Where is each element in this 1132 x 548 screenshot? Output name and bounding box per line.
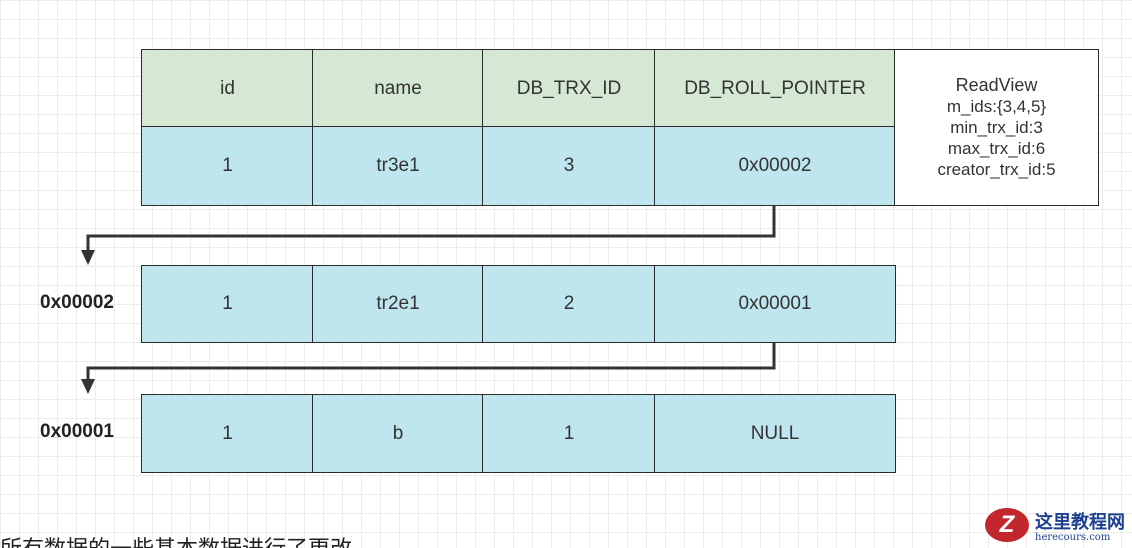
undo-address-label: 0x00001 <box>40 421 114 442</box>
undo-row-1-cell-db-trx-id: 2 <box>482 265 656 343</box>
undo-row-2-cell-db-roll-pointer: NULL <box>654 394 896 473</box>
logo-site-name: 这里教程网 <box>1035 512 1125 533</box>
header-cell-id: id <box>141 49 314 128</box>
current-row-cell-db-trx-id: 3 <box>482 126 656 206</box>
read-view-max-trx-id: max_trx_id:6 <box>947 139 1046 158</box>
undo-row-2-cell-id: 1 <box>141 394 314 473</box>
read-view-m-ids: m_ids:{3,4,5} <box>946 97 1047 116</box>
current-row-cell-name: tr3e1 <box>312 126 484 206</box>
undo-row-1-cell-id: 1 <box>141 265 314 343</box>
roll-pointer-arrow <box>86 343 776 380</box>
undo-row-1-cell-name: tr2e1 <box>312 265 484 343</box>
undo-row-2-cell-db-trx-id: 1 <box>482 394 656 473</box>
read-view-min-trx-id: min_trx_id:3 <box>950 118 1043 137</box>
header-cell-db-trx-id: DB_TRX_ID <box>482 49 656 128</box>
logo-site-url: herecours.com <box>1035 532 1111 543</box>
undo-address-label: 0x00002 <box>40 292 114 313</box>
read-view-box: ReadView m_ids:{3,4,5} min_trx_id:3 max_… <box>894 49 1099 206</box>
read-view-creator-trx-id: creator_trx_id:5 <box>937 160 1056 179</box>
roll-pointer-arrow <box>86 206 776 252</box>
undo-row-1-cell-db-roll-pointer: 0x00001 <box>654 265 896 343</box>
header-cell-name: name <box>312 49 484 128</box>
undo-row-2-cell-name: b <box>312 394 484 473</box>
read-view-title: ReadView <box>955 75 1038 95</box>
arrow-head <box>81 250 95 265</box>
page-caption: 所有数据的一些基本数据进行了更改 <box>0 536 352 548</box>
current-row-cell-id: 1 <box>141 126 314 206</box>
current-row-cell-db-roll-pointer: 0x00002 <box>654 126 896 206</box>
logo-badge-icon: Z <box>985 508 1029 542</box>
site-logo: Z 这里教程网 herecours.com <box>985 504 1132 548</box>
arrow-head <box>81 379 95 394</box>
